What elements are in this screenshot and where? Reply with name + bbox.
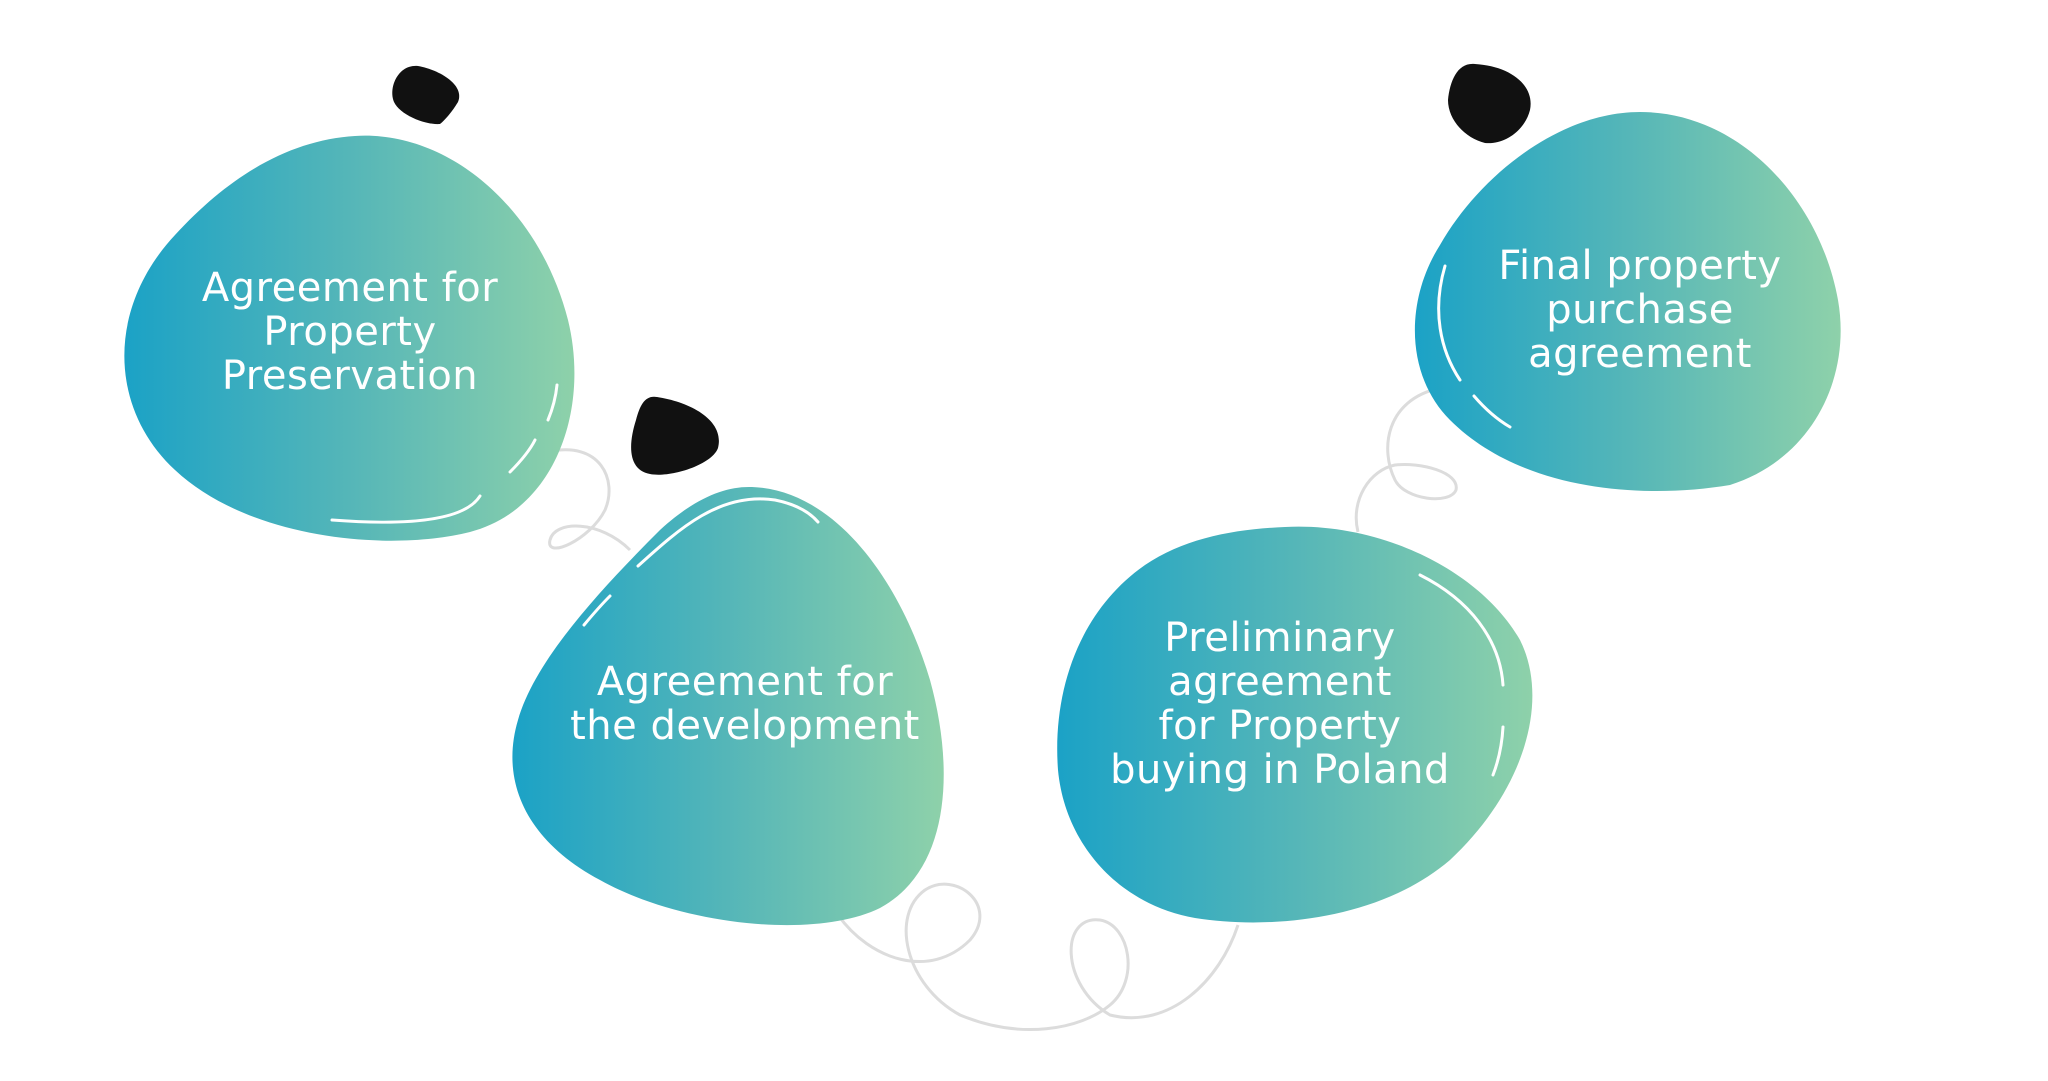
step-4-blob [1414,112,1841,492]
step-3-line-3: for Property [1158,703,1402,749]
dot-2 [631,396,719,475]
step-4-label: Final property purchase agreement [1480,244,1800,376]
connector-3-4 [1354,386,1458,533]
connector-2-3 [836,882,1240,1031]
step-3-line-2: agreement [1168,659,1392,705]
step-4-line-3: agreement [1528,331,1752,377]
step-3-blob [1057,526,1533,923]
step-2-line-2: the development [570,703,920,749]
step-3-line-4: buying in Poland [1110,747,1450,793]
step-1-line-2: Property [263,309,437,355]
step-1-line-3: Preservation [221,353,479,399]
step-4-line-1: Final property [1498,243,1782,289]
step-1-label: Agreement for Property Preservation [200,266,500,398]
dot-1 [392,65,460,125]
step-3-label: Preliminary agreement for Property buyin… [1105,616,1455,792]
step-4-line-2: purchase [1546,287,1734,333]
step-2-label: Agreement for the development [570,660,920,748]
connector-lines [547,386,1458,1031]
dot-4 [1448,63,1531,144]
step-1-line-1: Agreement for [201,265,499,311]
step-3-line-1: Preliminary [1164,615,1396,661]
connector-1-2 [547,448,632,552]
step-2-line-1: Agreement for [596,659,894,705]
step-1-blob [124,135,575,541]
step-2-blob [512,486,944,926]
